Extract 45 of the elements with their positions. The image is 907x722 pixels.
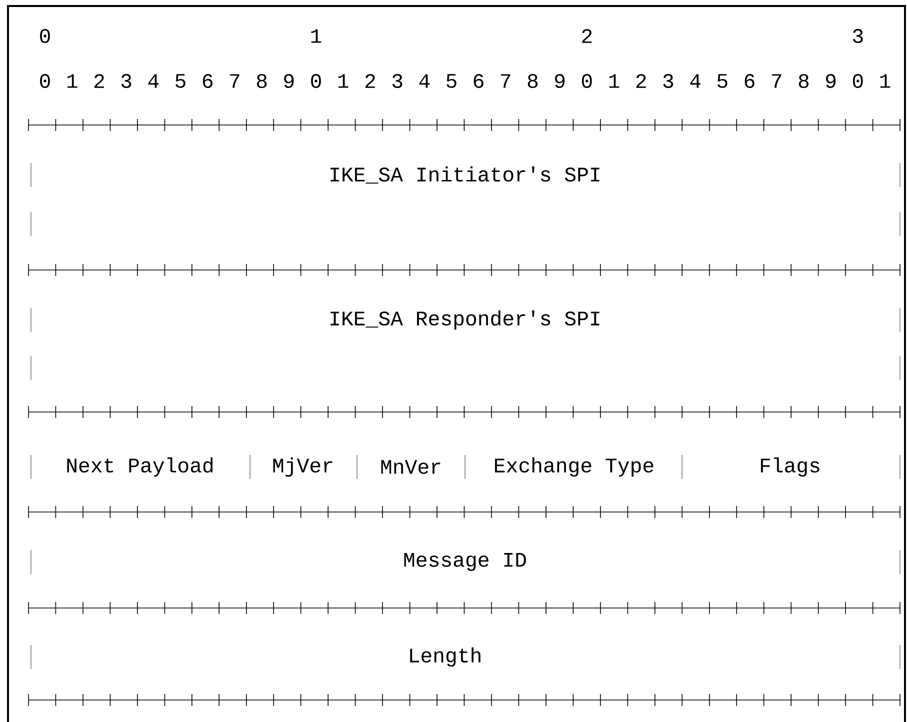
bit-number: 0 [582, 74, 592, 88]
bit-number: 6 [744, 74, 754, 88]
scale-number: 1 [311, 29, 322, 43]
bit-number: 7 [501, 74, 510, 88]
bit-number: 1 [67, 74, 78, 88]
bit-number: 6 [474, 74, 484, 88]
bit-number: 1 [880, 74, 890, 88]
scale-number: 0 [40, 29, 50, 44]
bit-number: 0 [852, 74, 863, 88]
bit-number: 7 [772, 74, 782, 88]
bit-number: 2 [636, 74, 646, 88]
bit-number: 2 [94, 74, 104, 88]
bit-number: 3 [121, 74, 132, 88]
bit-number: 5 [718, 74, 728, 88]
bit-number: 9 [555, 74, 565, 88]
bit-number: 0 [40, 74, 50, 88]
scale-number: 2 [582, 29, 592, 43]
bit-number: 9 [826, 74, 836, 88]
bit-number: 8 [528, 74, 538, 88]
field-name: Flags [760, 457, 820, 477]
bit-number: 6 [202, 74, 212, 88]
bit-number: 4 [148, 74, 159, 88]
bit-number: 5 [446, 74, 456, 88]
field-name: Next Payload [67, 457, 213, 477]
bit-number: 3 [392, 74, 402, 88]
bit-number: 1 [609, 74, 620, 88]
field-name: Message ID [404, 553, 526, 571]
bit-number: 7 [230, 74, 240, 88]
field-name: IKE_SA Initiator's SPI [330, 166, 600, 184]
field-name: IKE_SA Responder's SPI [330, 310, 600, 330]
bit-number: 5 [176, 74, 186, 88]
bit-number: 0 [311, 74, 321, 88]
bit-number: 3 [663, 74, 674, 88]
bit-number: 8 [798, 74, 809, 88]
field-name: MjVer [273, 457, 332, 477]
bit-number: 4 [690, 74, 700, 88]
bit-number: 1 [338, 74, 348, 88]
field-name: Length [410, 647, 480, 667]
bit-number: 2 [365, 74, 375, 88]
field-name: Exchange Type [495, 457, 654, 477]
field-name: MnVer [381, 460, 440, 474]
bit-number: 9 [284, 74, 294, 88]
scale-number: 3 [853, 29, 863, 44]
bit-number: 4 [419, 74, 430, 88]
bit-number: 8 [256, 74, 267, 88]
